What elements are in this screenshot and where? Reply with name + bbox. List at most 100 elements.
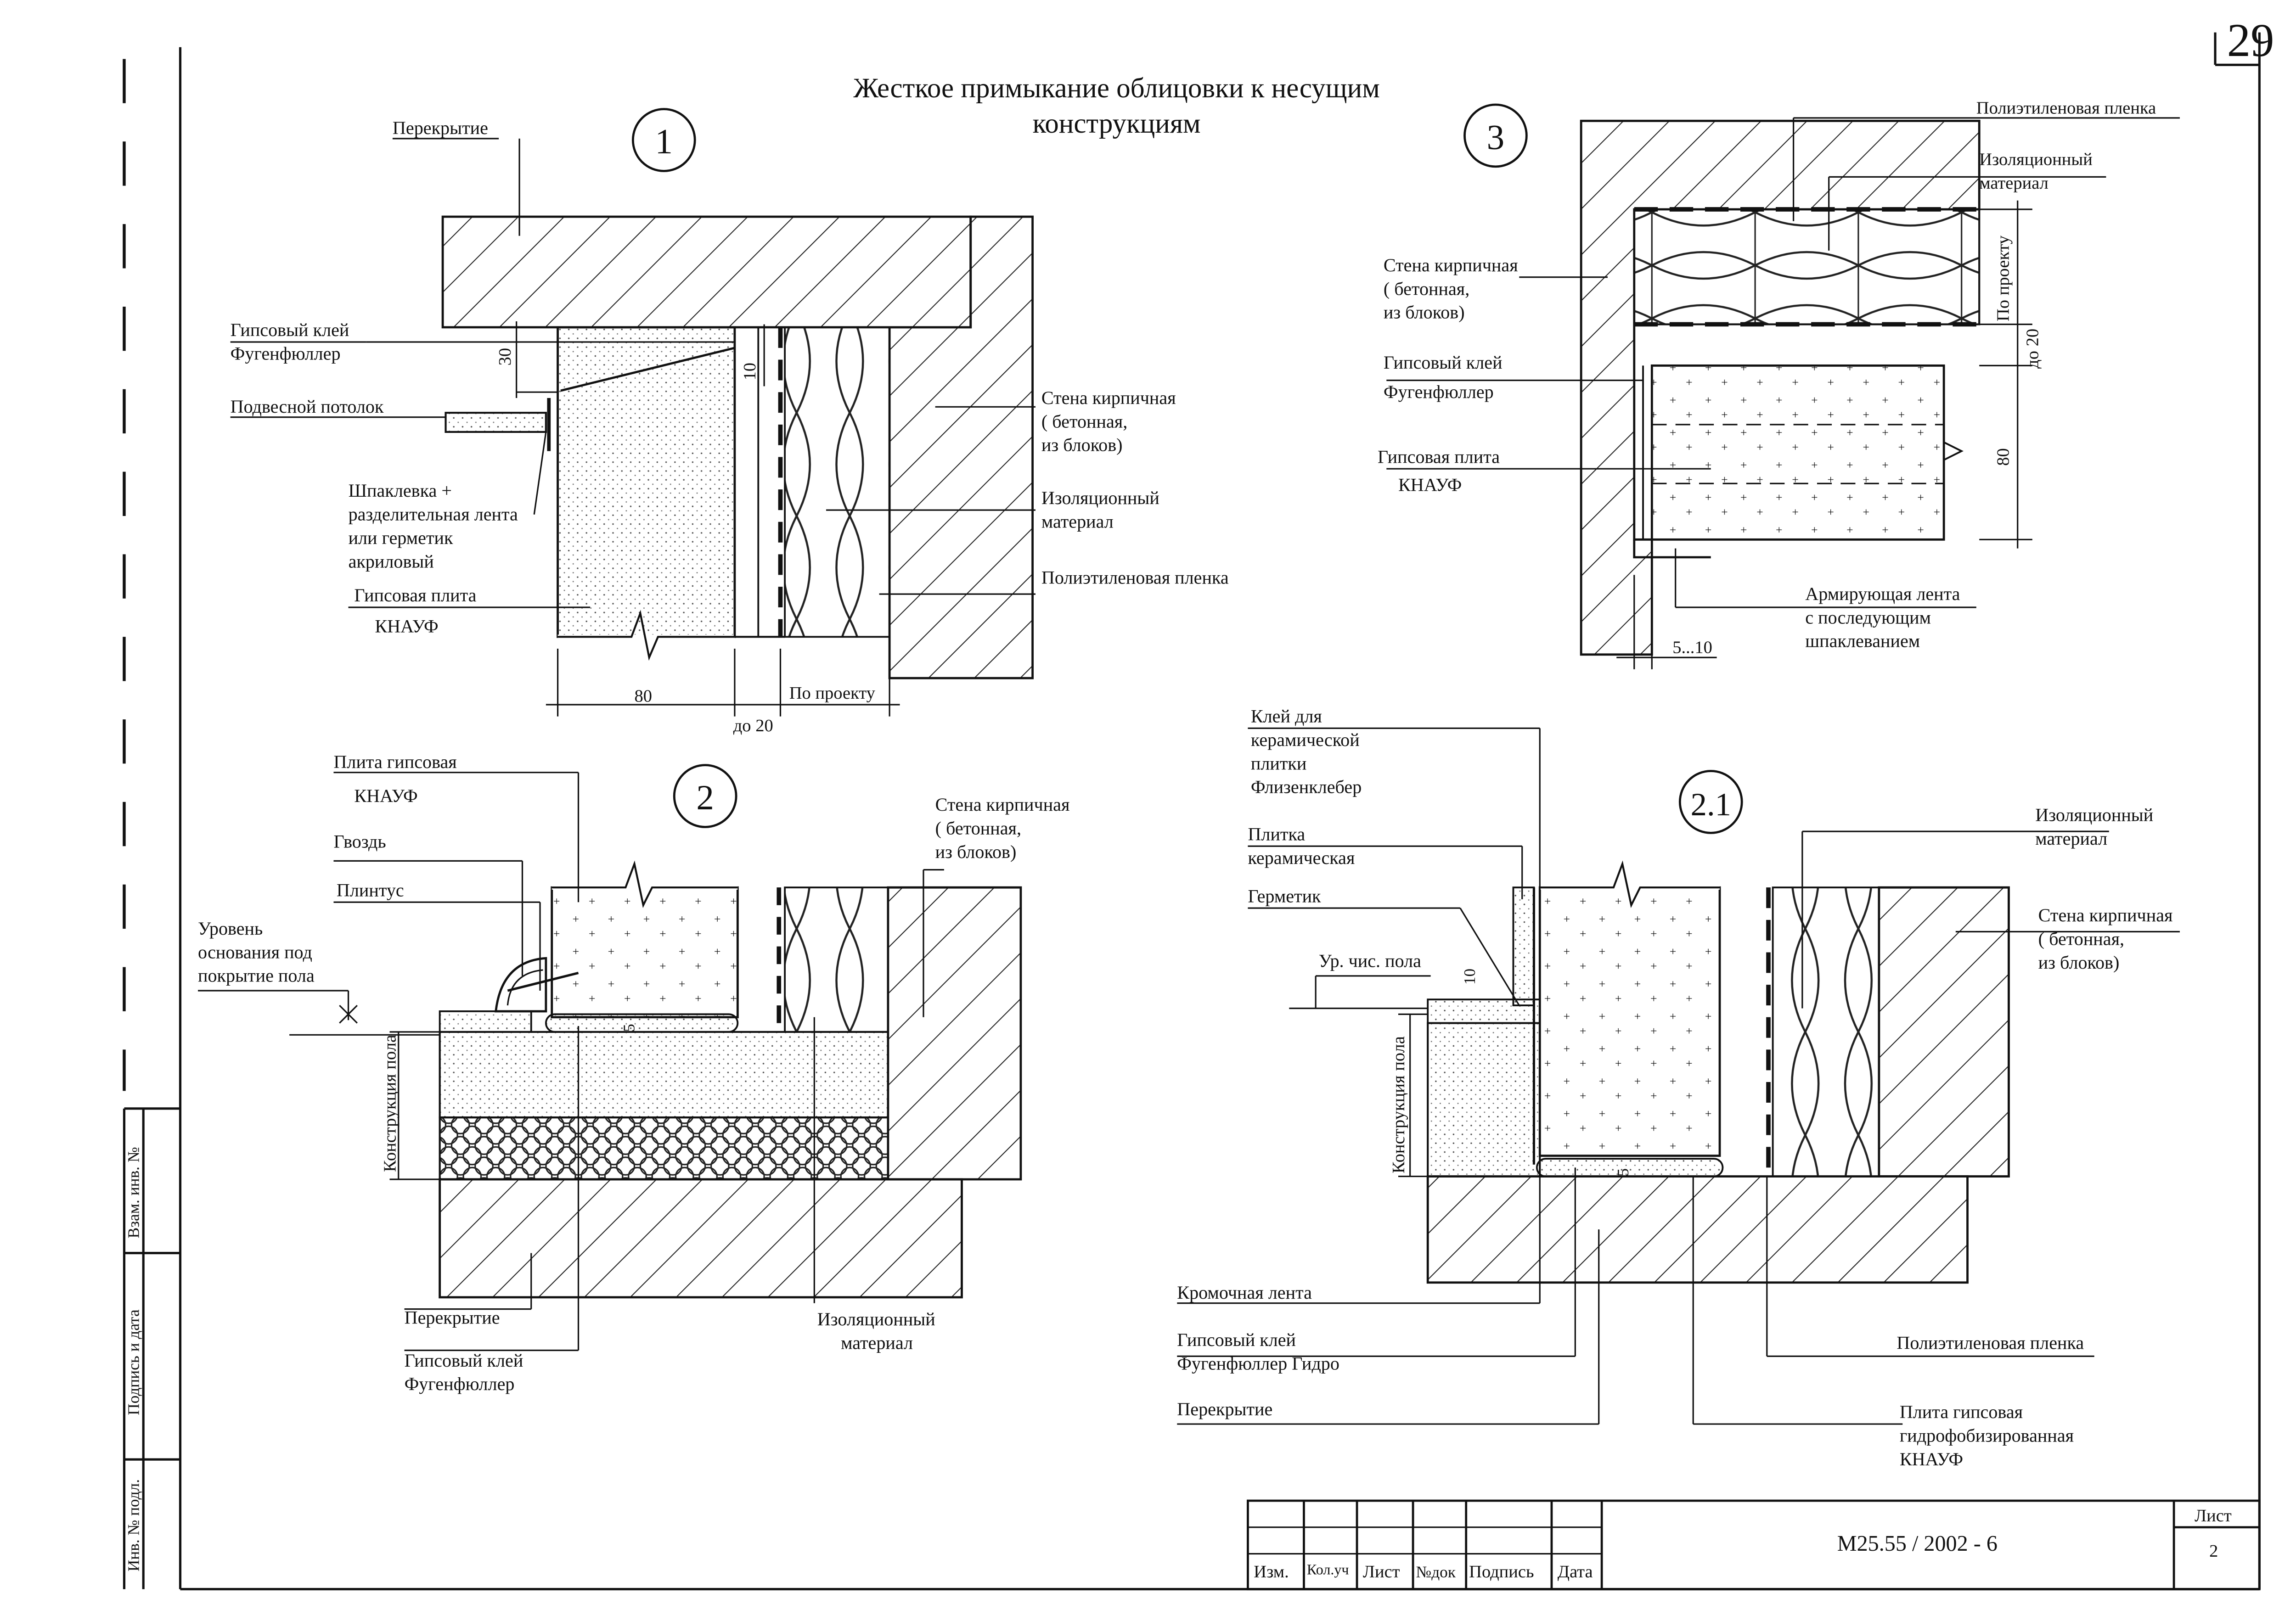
label-floor-2: Конструкция пола [380,1035,400,1172]
floor-screed-2 [439,1031,889,1119]
label-edge: Кромочная лента [1177,1282,1312,1303]
label-putty3: или герметик [349,527,453,548]
wall-hatch-2 [887,886,1022,1181]
label-glue1-2: Гипсовый клей [405,1350,523,1371]
label-ins2-3: материал [1979,174,2048,193]
label-wall1: Стена кирпичная [1041,387,1176,408]
label-board1-3: Гипсовая плита [1378,446,1500,467]
side-stamp: Взам. инв. № Подпись и дата Инв. № подл. [125,1147,143,1571]
page-number: 29 [2227,14,2274,67]
stamp-inv-podl: Инв. № подл. [125,1479,143,1571]
label-wall3-21: из блоков) [2038,952,2120,973]
gypsum-board-3 [1650,364,1945,541]
label-glue2-3: Фугенфюллер [1384,381,1494,402]
label-glue1-3: Гипсовый клей [1384,352,1503,373]
label-board2-3: КНАУФ [1398,474,1462,495]
label-glue1: Гипсовый клей [231,320,349,340]
label-floorlevel: Ур. чис. пола [1319,951,1422,971]
tb-list: Лист [1363,1562,1400,1581]
slab-hatch-2 [439,1178,963,1299]
label-tile1: Плитка [1248,824,1305,844]
label-wall1-2: Стена кирпичная [935,794,1070,815]
label-ins2: материал [1041,511,1114,532]
label-sealant: Герметик [1248,886,1321,906]
label-plate3-21: КНАУФ [1900,1449,1963,1469]
tb-izm: Изм. [1254,1562,1289,1581]
label-tileglue3: плитки [1251,753,1306,774]
label-glue2-2: Фугенфюллер [405,1374,515,1394]
label-ins2-2: материал [841,1332,913,1353]
label-tileglue4: Флизенклебер [1251,777,1362,797]
dim-80: 80 [635,687,653,706]
detail-2: 2 5 Конструкция пола Плита г [198,751,1069,1394]
dim-do20-3: до 20 [2023,329,2043,369]
floor-screed-21 [1427,1022,1541,1177]
label-putty2: разделительная лента [349,504,518,525]
label-plate1-2: Плита гипсовая [333,751,456,772]
label-level2-2: основания под [198,942,312,962]
label-wall2-2: ( бетонная, [935,818,1021,839]
dim-po-proektu-3: По проекту [1993,235,2013,321]
detail-2-1: 2.1 10 5 Конструкция пола [1177,706,2180,1469]
label-plate2-21: гидрофобизированная [1900,1425,2074,1446]
floor-granules-2 [439,1116,889,1181]
gypsum-board [557,326,736,638]
dim-30: 30 [495,348,515,366]
tb-sheet-no: 2 [2209,1542,2218,1561]
insulation [784,326,891,638]
detail-3: 3 По проекту до 20 80 5...10 Полиэтилено [1378,98,2180,669]
suspended-ceiling [445,412,547,433]
label-level3-2: покрытие пола [198,965,315,986]
label-plinth-2: Плинтус [337,880,404,900]
insulation-2 [784,886,889,1033]
dim-5-10: 5...10 [1672,638,1712,657]
label-putty4: акриловый [349,551,434,572]
tb-kol: Кол.уч [1307,1561,1349,1578]
label-wall3-3: из блоков) [1384,302,1465,323]
stamp-vzam-inv: Взам. инв. № [125,1147,143,1238]
label-slab-21: Перекрытие [1177,1399,1272,1419]
drawing-title-line2: конструкциям [1033,108,1201,139]
detail-2-number: 2 [696,778,714,817]
label-nail-2: Гвоздь [333,831,386,852]
label-board2: КНАУФ [375,616,438,637]
insulation-21 [1772,886,1880,1177]
dim-5-21: 5 [1614,1168,1632,1177]
drawing-title-line1: Жесткое примыкание облицовки к несущим [853,73,1379,104]
label-ins1-21: Изоляционный [2035,805,2153,825]
dim-5-2: 5 [620,1024,638,1032]
label-wall2-21: ( бетонная, [2038,928,2124,949]
label-glue2: Фугенфюллер [231,343,341,364]
label-tile2: керамическая [1248,847,1355,868]
label-glue1-21: Гипсовый клей [1177,1329,1296,1350]
label-tape1-3: Армирующая лента [1805,583,1960,604]
label-wall3: из блоков) [1041,435,1123,455]
slab-hatch-21 [1426,1175,1969,1284]
label-slab-2: Перекрытие [405,1307,500,1328]
label-wall2-3: ( бетонная, [1384,278,1469,299]
label-film-21: Полиэтиленовая пленка [1896,1332,2084,1353]
label-wall1-3: Стена кирпичная [1384,255,1518,275]
stamp-podpis-data: Подпись и дата [125,1309,143,1415]
slab-hatch [441,215,972,329]
label-plate1-21: Плита гипсовая [1900,1402,2023,1422]
label-ins2-21: материал [2035,828,2107,849]
label-film: Полиэтиленовая пленка [1041,567,1229,588]
label-level1-2: Уровень [198,918,263,939]
dim-do20: до 20 [733,716,773,735]
label-ceiling: Подвесной потолок [231,396,384,417]
label-wall3-2: из блоков) [935,841,1017,862]
label-plate2-2: КНАУФ [354,785,417,806]
tb-ndok: №док [1416,1563,1456,1581]
dim-10: 10 [740,363,760,381]
label-board1: Гипсовая плита [354,585,476,606]
label-tileglue2: керамической [1251,729,1360,750]
tb-sheet-label: Лист [2195,1506,2232,1525]
label-wall1-21: Стена кирпичная [2038,905,2173,925]
label-film-3: Полиэтиленовая пленка [1976,98,2156,118]
label-floor-21: Конструкция пола [1389,1036,1408,1173]
label-tape2-3: с последующим [1805,607,1931,628]
gypsum-plate-2 [551,886,739,1019]
detail-2-1-number: 2.1 [1691,787,1731,823]
insulation-3 [1633,208,1981,325]
